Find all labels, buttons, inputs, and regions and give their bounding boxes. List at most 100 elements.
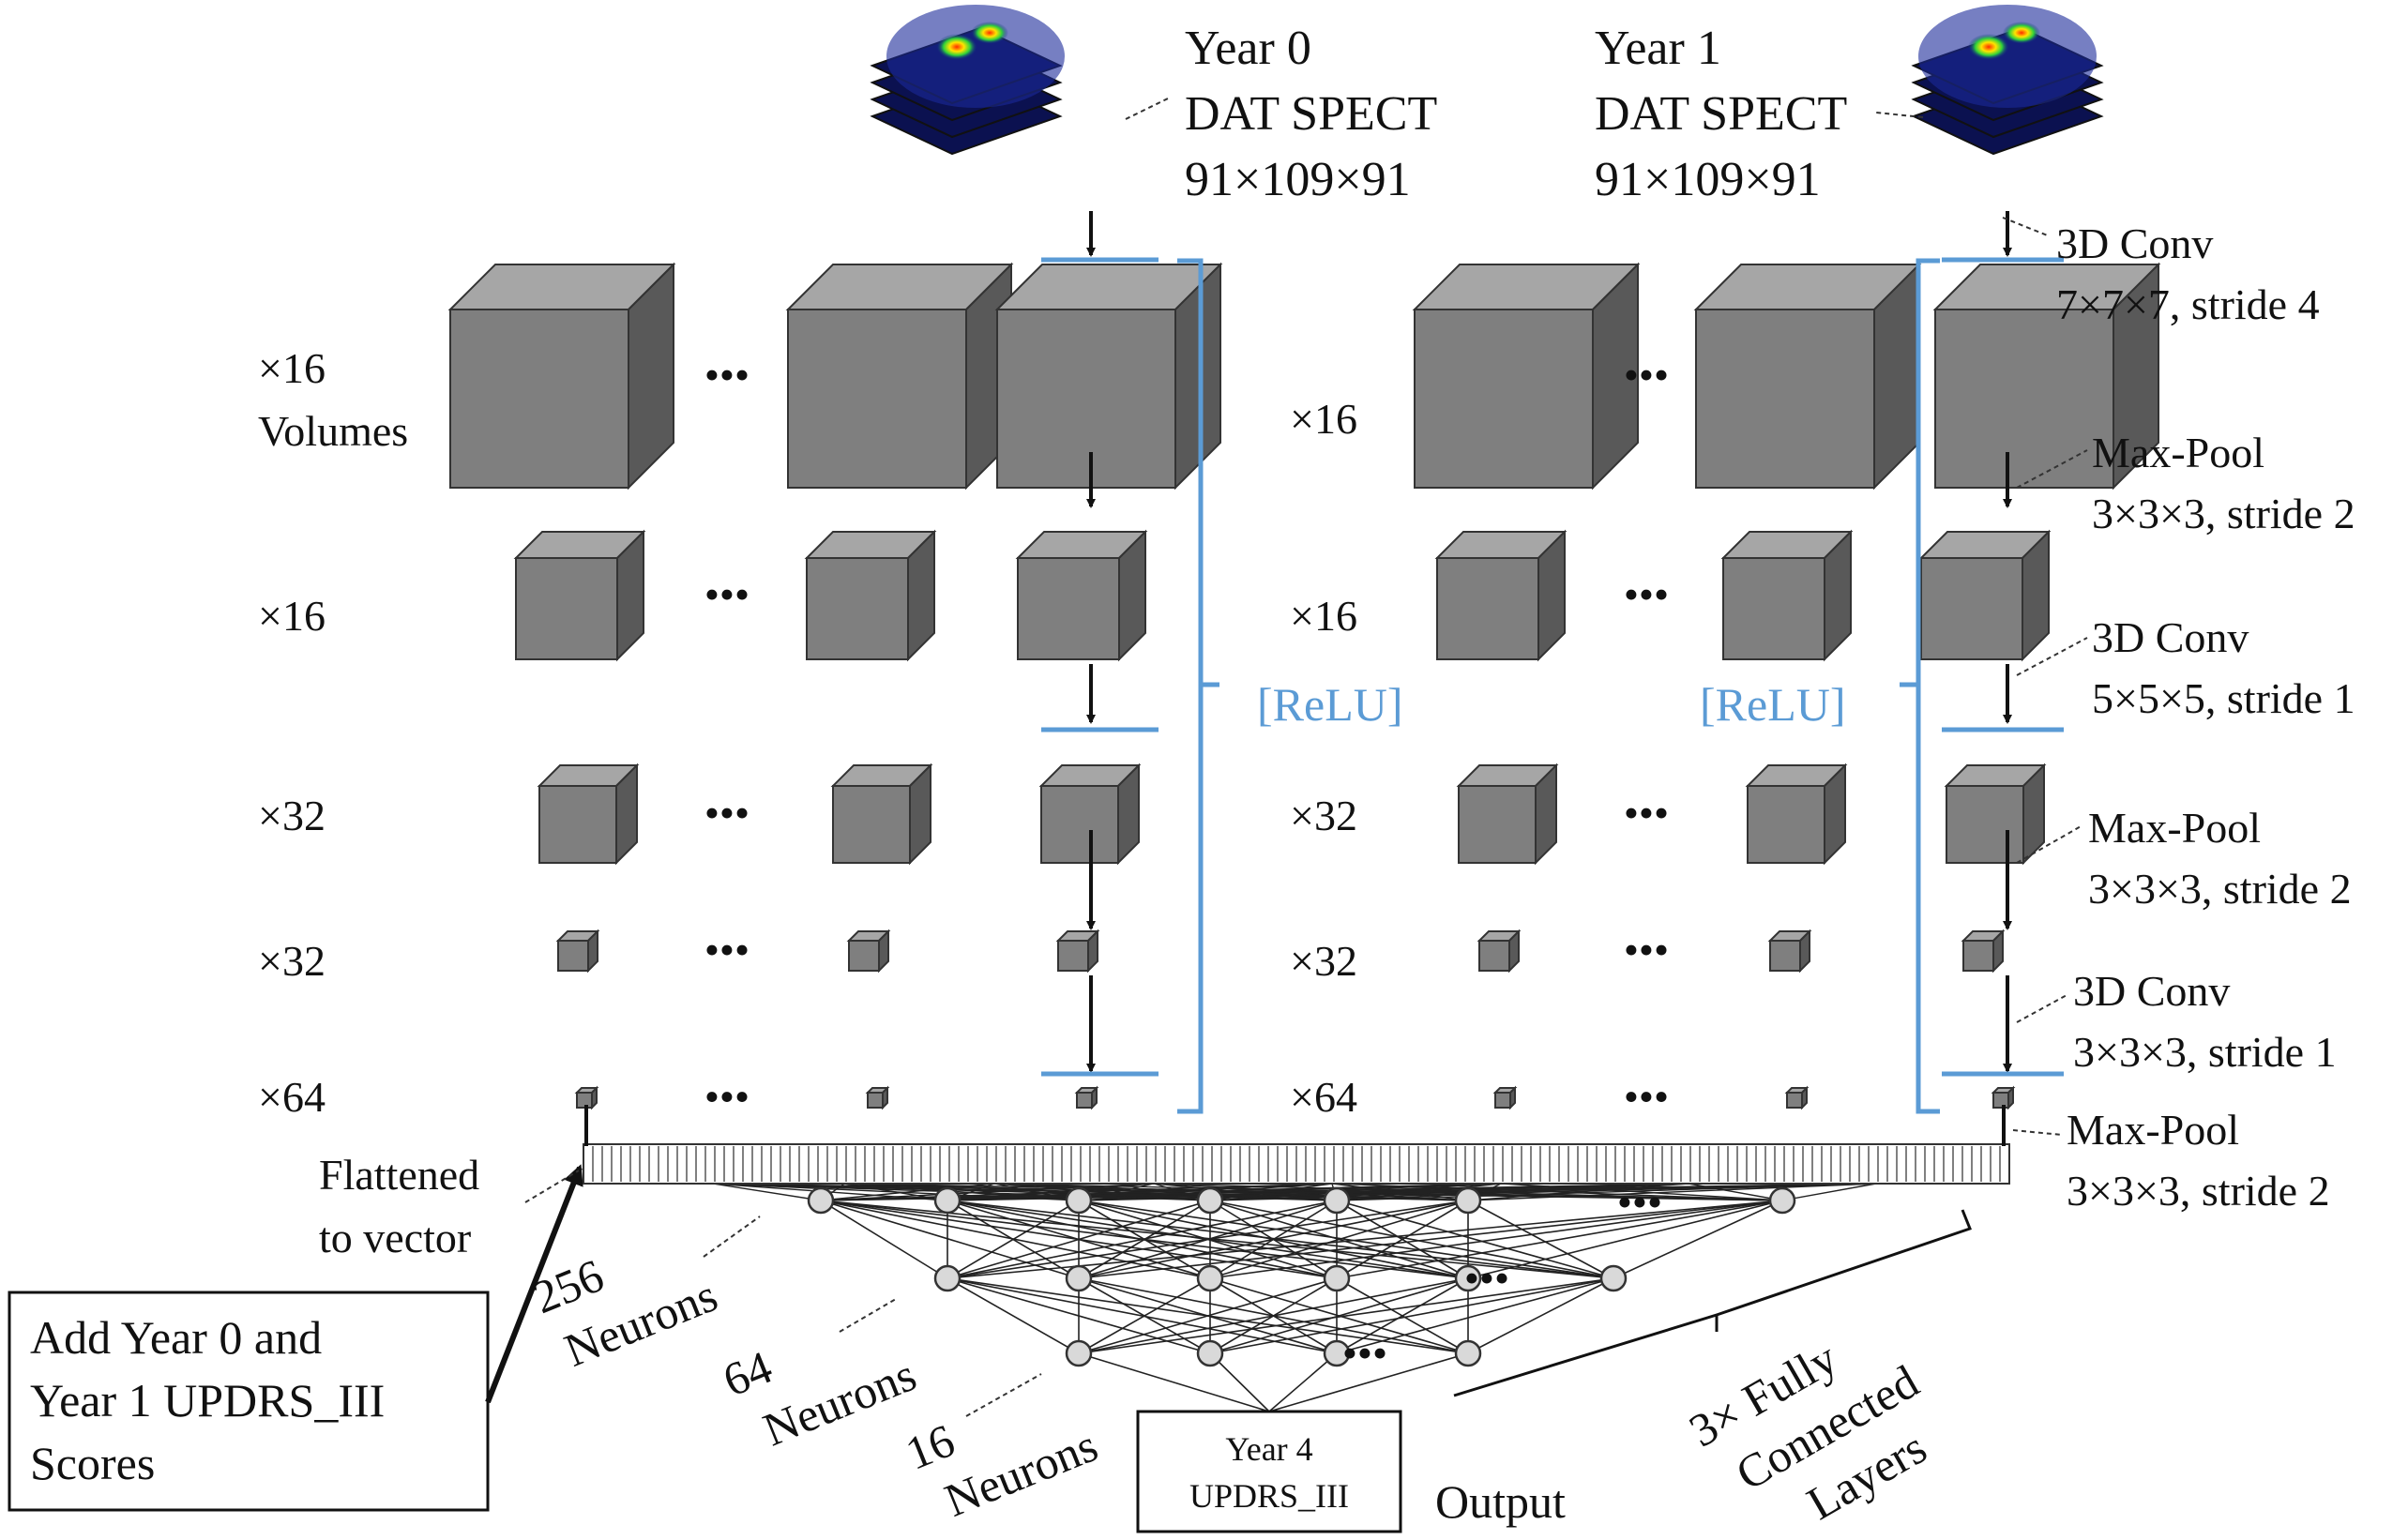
edge-l1-l2 xyxy=(1336,1200,1783,1279)
fc-16-ellipsis: ••• xyxy=(1342,1329,1387,1377)
output-box: Year 4 UPDRS_III xyxy=(1136,1410,1402,1533)
right-cube-r1-c1 xyxy=(1412,262,1641,491)
left-cube-r2-c2 xyxy=(804,529,937,662)
edge-vector-l1 xyxy=(1336,1183,1689,1201)
flow-arrows xyxy=(1086,211,2012,1073)
edge-l2-l3 xyxy=(1209,1277,1614,1354)
layer-2-line2: 3×3×3, stride 2 xyxy=(2092,490,2355,537)
fc-64-ellipsis: ••• xyxy=(1464,1254,1509,1302)
year0-input-label: Year 0 DAT SPECT 91×109×91 xyxy=(1185,22,1437,206)
edge-l2-l3 xyxy=(947,1277,1338,1354)
layer-3-line1: 3D Conv xyxy=(2092,613,2249,661)
layer-6-line2: 3×3×3, stride 2 xyxy=(2067,1167,2330,1215)
edge-l2-l3 xyxy=(1078,1277,1338,1354)
edge-vector-l1 xyxy=(820,1183,995,1201)
right-row-1-count: ×16 xyxy=(1290,395,1357,443)
edge-vector-l1 xyxy=(712,1183,822,1201)
add-scores-line1: Add Year 0 and xyxy=(30,1311,322,1364)
fc-256-node-5 xyxy=(1323,1186,1351,1215)
edge-l2-l3 xyxy=(1078,1277,1469,1354)
right-row-4-count: ×32 xyxy=(1290,937,1357,985)
right-row-2-count: ×16 xyxy=(1290,592,1357,640)
right-cube-r1-c2 xyxy=(1693,262,1922,491)
edge-l2-l3 xyxy=(1467,1277,1614,1354)
fc-16-node-1 xyxy=(1065,1339,1093,1367)
edge-l1-l2 xyxy=(947,1200,1469,1279)
output-box-line2: UPDRS_III xyxy=(1189,1477,1349,1515)
layer-descriptions: 3D Conv 7×7×7, stride 4 Max-Pool 3×3×3, … xyxy=(2056,219,2355,1215)
fc-256-node-7 xyxy=(1768,1186,1796,1215)
year1-line1: Year 1 xyxy=(1595,22,1721,75)
left-cube-r1-c2 xyxy=(785,262,1014,491)
edge-l1-l2 xyxy=(1209,1200,1469,1279)
edge-l3-output xyxy=(1209,1352,1270,1412)
right-row2-ellipsis: ••• xyxy=(1624,570,1669,618)
left-cube-r5-c1 xyxy=(574,1085,599,1110)
right-cube-r4-c1 xyxy=(1477,929,1522,974)
edge-vector-l1 xyxy=(1209,1183,1877,1201)
relu-label-right: [ReLU] xyxy=(1700,678,1846,731)
fc-256-node-4 xyxy=(1196,1186,1224,1215)
left-row-1-count: ×16 xyxy=(258,344,326,392)
layer-4-line1: Max-Pool xyxy=(2088,804,2261,852)
edge-vector-l1 xyxy=(1336,1183,1877,1201)
fc-256-node-2 xyxy=(933,1186,962,1215)
right-row3-ellipsis: ••• xyxy=(1624,789,1669,837)
edge-l1-l2 xyxy=(1209,1200,1614,1279)
left-cube-r1-c1 xyxy=(447,262,676,491)
left-cube-r4-c3 xyxy=(1055,929,1100,974)
layer-3-line2: 5×5×5, stride 1 xyxy=(2092,674,2355,722)
neurons-16-label: 16 Neurons xyxy=(899,1413,1105,1527)
neurons-64-label: 64 Neurons xyxy=(716,1340,923,1456)
add-scores-box: Add Year 0 and Year 1 UPDRS_III Scores xyxy=(8,1291,490,1512)
edge-vector-l1 xyxy=(1781,1183,1877,1201)
edge-l1-l2 xyxy=(1336,1200,1469,1279)
fc-64-node-1 xyxy=(933,1264,962,1292)
left-cube-r3-c2 xyxy=(830,762,933,866)
edge-l1-l2 xyxy=(947,1200,1211,1279)
edge-l2-l3 xyxy=(947,1277,1080,1354)
edge-l3-output xyxy=(1268,1352,1338,1412)
edge-l1-l2 xyxy=(947,1200,1614,1279)
layer-2-line1: Max-Pool xyxy=(2092,429,2264,476)
right-cube-r5-c1 xyxy=(1492,1085,1518,1110)
left-cube-r5-c2 xyxy=(865,1085,890,1110)
edge-l2-l3 xyxy=(1209,1277,1469,1354)
left-cube-r4-c1 xyxy=(555,929,600,974)
edge-l2-l3 xyxy=(1078,1277,1211,1354)
year1-spect-image xyxy=(1911,5,2104,156)
right-cube-r4-c3 xyxy=(1961,929,2006,974)
edge-l1-l2 xyxy=(820,1200,1614,1279)
fc-layers-label: 3× Fully Connected Layers xyxy=(1680,1331,1934,1530)
edge-vector-l1 xyxy=(1467,1183,1689,1201)
fc-64-node-5 xyxy=(1454,1264,1482,1292)
edge-l1-l2 xyxy=(947,1200,1338,1279)
edge-l1-l2 xyxy=(820,1200,1211,1279)
fc-bracket xyxy=(1453,1209,1972,1397)
left-row3-ellipsis: ••• xyxy=(704,789,750,837)
right-cube-r2-c3 xyxy=(1918,529,2052,662)
flatten-line2: to vector xyxy=(319,1214,471,1261)
edge-l2-l3 xyxy=(1336,1277,1614,1354)
neurons-64-text: Neurons xyxy=(756,1348,923,1456)
right-row-3-count: ×32 xyxy=(1290,792,1357,839)
year0-line3: 91×109×91 xyxy=(1185,153,1411,206)
right-row-labels: ×16 ×16 ×32 ×32 ×64 xyxy=(1290,395,1357,1121)
fully-connected-nodes: ••••••••• xyxy=(807,1178,1796,1377)
fc-256-node-3 xyxy=(1065,1186,1093,1215)
edge-l1-l2 xyxy=(1467,1200,1783,1279)
layer-5-line2: 3×3×3, stride 1 xyxy=(2073,1028,2337,1076)
relu-label-left: [ReLU] xyxy=(1257,678,1403,731)
edge-l1-l2 xyxy=(947,1200,1080,1279)
add-scores-line2: Year 1 UPDRS_III xyxy=(30,1374,385,1427)
layer-6-line1: Max-Pool xyxy=(2067,1106,2239,1154)
layer-1-line1: 3D Conv xyxy=(2056,219,2213,267)
relu-bracket-right xyxy=(1900,257,2064,1114)
edge-l1-l2 xyxy=(1078,1200,1783,1279)
edge-l3-output xyxy=(1268,1352,1469,1412)
fc-16-node-4 xyxy=(1454,1339,1482,1367)
edge-l1-l2 xyxy=(947,1200,1783,1279)
left-row-labels: ×16 Volumes ×16 ×32 ×32 ×64 xyxy=(258,344,408,1121)
year1-line3: 91×109×91 xyxy=(1595,153,1821,206)
